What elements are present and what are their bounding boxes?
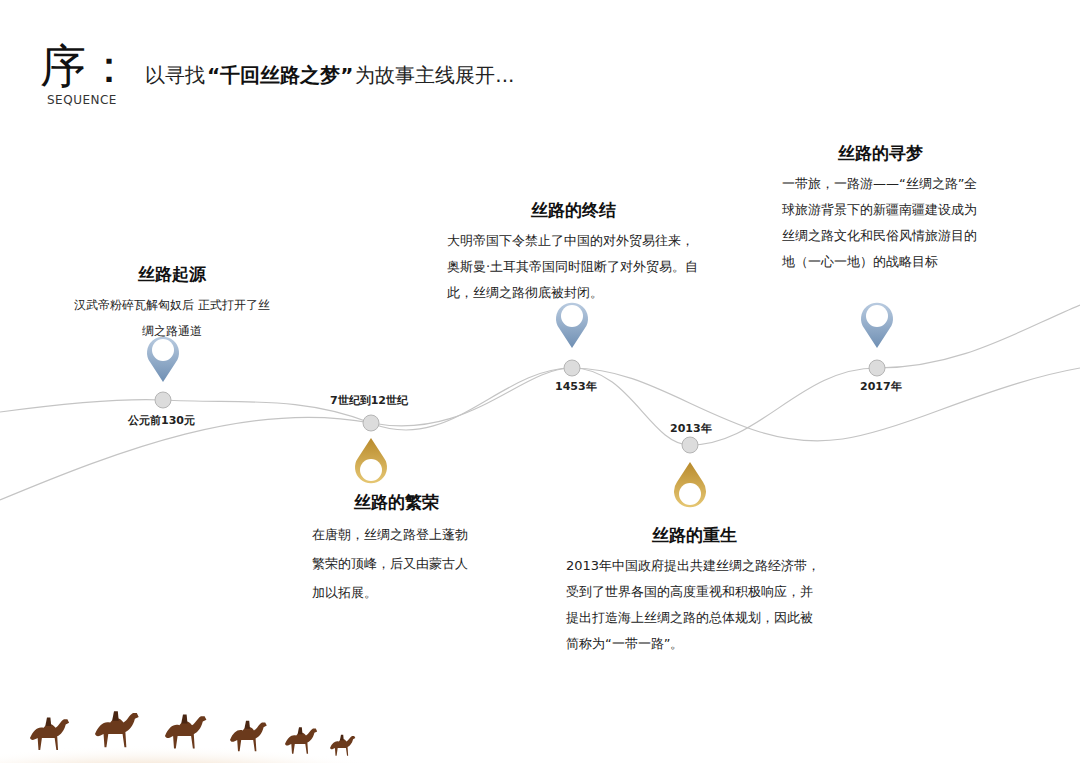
milestone-text: 大明帝国下令禁止了中国的对外贸易往来，奥斯曼·土耳其帝国同时阻断了对外贸易。自此… — [447, 228, 699, 306]
milestone-heading: 丝路的重生 — [566, 524, 822, 547]
milestone-block: 丝路的重生 2013年中国政府提出共建丝绸之路经济带，受到了世界各国的高度重视和积… — [566, 524, 822, 657]
page-title: 序： — [40, 36, 132, 98]
subtitle-bold: “千回丝路之梦” — [207, 62, 353, 89]
milestone-heading: 丝路的终结 — [447, 199, 699, 222]
subtitle-text: 为故事主线展开... — [355, 62, 514, 89]
milestone-text: 2013年中国政府提出共建丝绸之路经济带，受到了世界各国的高度重视和积极响应，并… — [566, 553, 822, 657]
date-label: 2013年 — [668, 421, 714, 436]
milestone-block: 丝路的终结大明帝国下令禁止了中国的对外贸易往来，奥斯曼·土耳其帝国同时阻断了对外… — [447, 199, 699, 306]
milestone-text: 在唐朝，丝绸之路登上蓬勃繁荣的顶峰，后又由蒙古人加以拓展。 — [312, 520, 480, 607]
milestone-text: 一带旅，一路游——“丝绸之路”全球旅游背景下的新疆南疆建设成为丝绸之路文化和民俗… — [782, 171, 978, 275]
milestone-text: 汉武帝粉碎瓦解匈奴后 正式打开了丝绸之路通道 — [72, 292, 272, 344]
milestone-block: 丝路起源汉武帝粉碎瓦解匈奴后 正式打开了丝绸之路通道 — [72, 263, 272, 344]
milestone-block: 丝路的寻梦一带旅，一路游——“丝绸之路”全球旅游背景下的新疆南疆建设成为丝绸之路… — [782, 142, 978, 275]
date-label: 2017年 — [858, 379, 904, 394]
subtitle-en: SEQUENCE — [47, 93, 117, 107]
subtitle-text: 以寻找 — [145, 62, 205, 89]
date-label: 公元前130元 — [126, 413, 197, 428]
milestone-heading: 丝路的繁荣 — [312, 491, 480, 514]
milestone-heading: 丝路的寻梦 — [782, 142, 978, 165]
milestone-block: 丝路的繁荣在唐朝，丝绸之路登上蓬勃繁荣的顶峰，后又由蒙古人加以拓展。 — [312, 491, 480, 607]
date-label: 7世纪到12世纪 — [328, 393, 410, 408]
date-label: 1453年 — [553, 379, 599, 394]
milestone-heading: 丝路起源 — [72, 263, 272, 286]
